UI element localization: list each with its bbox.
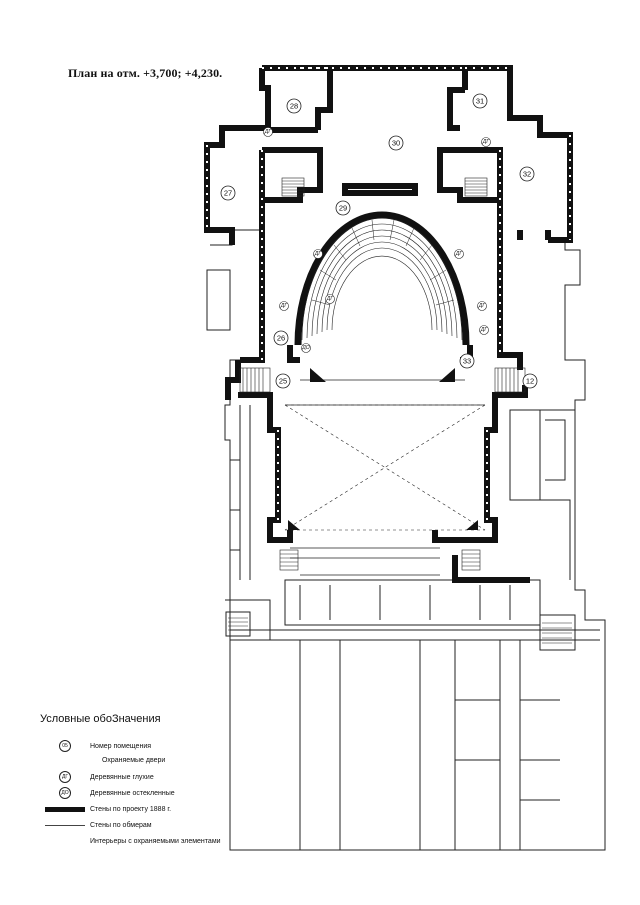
door-code: ДГ (314, 251, 323, 257)
room-number: 29 (339, 204, 347, 213)
door-code: ДГ (480, 327, 489, 333)
legend-item-interiors: Интерьеры с охраняемыми элементами (40, 834, 221, 848)
door-code: ДО (301, 345, 310, 351)
legend-item-protected-doors: Охраняемые двери (40, 753, 165, 767)
legend-label: Охраняемые двери (102, 756, 166, 764)
stage (284, 379, 486, 576)
plan-title: План на отм. +3,700; +4,230. (68, 66, 223, 80)
door-code: ДГ (482, 139, 491, 145)
legend-item-measured-walls: Стены по обмерам (40, 818, 152, 832)
door-code: ДГ (280, 303, 289, 309)
door-code: ДГ (326, 296, 335, 302)
door-code: ДГ (264, 129, 273, 135)
room-number-symbol: 05 (59, 740, 71, 752)
room-number: 30 (392, 139, 400, 148)
legend: Условные обоЗначения 05 Номер помещения … (40, 713, 440, 845)
door-circles (263, 127, 491, 353)
legend-label: Номер помещения (90, 742, 152, 750)
wall-hatch (206, 67, 571, 520)
room-number: 27 (224, 189, 232, 198)
room-number: 28 (290, 102, 298, 111)
legend-item-room-number: 05 Номер помещения (40, 739, 151, 753)
stage-markers (288, 368, 478, 530)
project-walls (204, 65, 573, 583)
auditorium (294, 211, 470, 346)
legend-label: Стены по обмерам (90, 821, 152, 829)
legend-label: Деревянные глухие (90, 773, 154, 781)
thin-wall-swatch (45, 824, 85, 826)
room-number: 31 (476, 97, 484, 106)
room-number: 33 (463, 357, 471, 366)
legend-item-project-walls: Стены по проекту 1888 г. (40, 802, 171, 816)
room-circles (220, 93, 538, 389)
room-number: 26 (277, 334, 285, 343)
room-number: 32 (523, 170, 531, 179)
stairs (228, 177, 572, 644)
door-code: ДГ (478, 303, 487, 309)
room-numbers: 28 31 30 27 32 29 26 25 33 12 (224, 97, 534, 386)
door-solid-symbol: ДГ (59, 771, 71, 783)
legend-title: Условные обоЗначения (40, 713, 161, 725)
door-glazed-symbol: ДО (59, 787, 71, 799)
room-number: 12 (526, 377, 534, 386)
room-number: 25 (279, 377, 287, 386)
legend-item-wood-glazed: ДО Деревянные остекленные (40, 786, 175, 800)
measured-walls (206, 229, 606, 851)
legend-item-wood-solid: ДГ Деревянные глухие (40, 770, 154, 784)
thick-wall-swatch (45, 806, 85, 812)
door-codes: ДГ ДГ ДГ ДГ ДГ ДГ ДГ ДГ ДО (264, 129, 491, 351)
legend-label: Деревянные остекленные (90, 789, 175, 797)
legend-label: Интерьеры с охраняемыми элементами (90, 837, 221, 845)
door-code: ДГ (455, 251, 464, 257)
legend-label: Стены по проекту 1888 г. (90, 805, 172, 813)
